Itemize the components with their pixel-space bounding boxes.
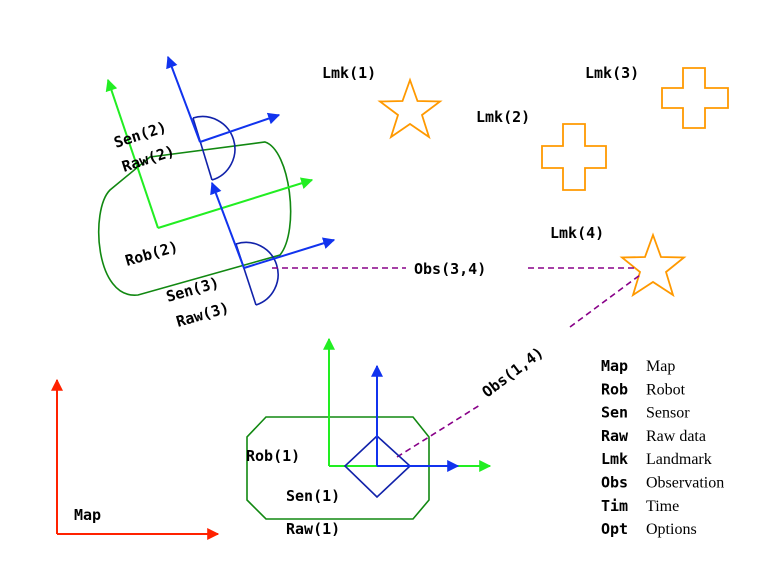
landmark-4-star-icon (619, 232, 687, 298)
legend-desc-map: Map (646, 358, 675, 375)
lmk2-label: Lmk(2) (476, 108, 530, 126)
sensor-2-frame-x (199, 112, 281, 143)
landmark-1-star-icon (377, 77, 443, 140)
legend-desc-raw: Raw data (646, 428, 706, 445)
robot-2: Rob(2) (97, 78, 314, 296)
legend-abbr-map: Map (601, 357, 628, 375)
observations: Obs(3,4) Obs(1,4) (272, 260, 641, 458)
landmarks: Lmk(1) Lmk(2) Lmk(3) Lmk(4) (322, 64, 729, 298)
obs34-label: Obs(3,4) (414, 260, 486, 278)
obs14-label: Obs(1,4) (479, 343, 548, 401)
sensor-1: Sen(1) Raw(1) (286, 364, 460, 538)
sensor-3: Sen(3) Raw(3) (164, 181, 336, 331)
sensor-2-frame-y (166, 55, 201, 143)
legend-abbr-lmk: Lmk (601, 450, 628, 468)
legend-abbr-tim: Tim (601, 497, 628, 515)
legend-desc-opt: Options (646, 521, 697, 538)
robot-1: Rob(1) (246, 337, 492, 520)
sensor-2-body (192, 115, 236, 181)
legend-abbr-raw: Raw (601, 427, 629, 445)
legend-abbr-sen: Sen (601, 404, 628, 422)
legend-desc-obs: Observation (646, 475, 724, 492)
legend-abbr-obs: Obs (601, 474, 628, 492)
landmark-3-cross-icon (661, 67, 729, 129)
robot-2-frame-x (157, 177, 314, 229)
lmk3-label: Lmk(3) (585, 64, 639, 82)
sensor-1-body (343, 434, 412, 499)
legend-abbr-rob: Rob (601, 380, 628, 398)
lmk4-label: Lmk(4) (550, 224, 604, 242)
sensor-2: Sen(2) Raw(2) (112, 55, 281, 181)
rob1-label: Rob(1) (246, 447, 300, 465)
raw3-label: Raw(3) (174, 299, 231, 331)
robot-1-body (246, 416, 430, 520)
sensor-3-frame-x (243, 237, 336, 269)
obs-1-4-line-a (396, 404, 481, 458)
sen1-label: Sen(1) (286, 487, 340, 505)
sensor-3-frame-y (210, 181, 245, 269)
lmk1-label: Lmk(1) (322, 64, 376, 82)
sen3-label: Sen(3) (164, 274, 221, 306)
raw1-label: Raw(1) (286, 520, 340, 538)
legend-desc-lmk: Landmark (646, 451, 712, 468)
legend-desc-rob: Robot (646, 381, 686, 398)
robot-2-frame-y (105, 78, 159, 229)
landmark-2-cross-icon (541, 123, 607, 191)
sensor-3-body (235, 241, 279, 306)
legend-desc-tim: Time (646, 498, 679, 515)
robot-2-body (97, 141, 292, 296)
rob2-label: Rob(2) (123, 238, 180, 270)
obs-1-4-line-b (569, 274, 641, 328)
map-frame: Map (51, 378, 220, 540)
legend-desc-sen: Sensor (646, 405, 690, 422)
map-label: Map (74, 506, 101, 524)
legend-abbr-opt: Opt (601, 520, 628, 538)
